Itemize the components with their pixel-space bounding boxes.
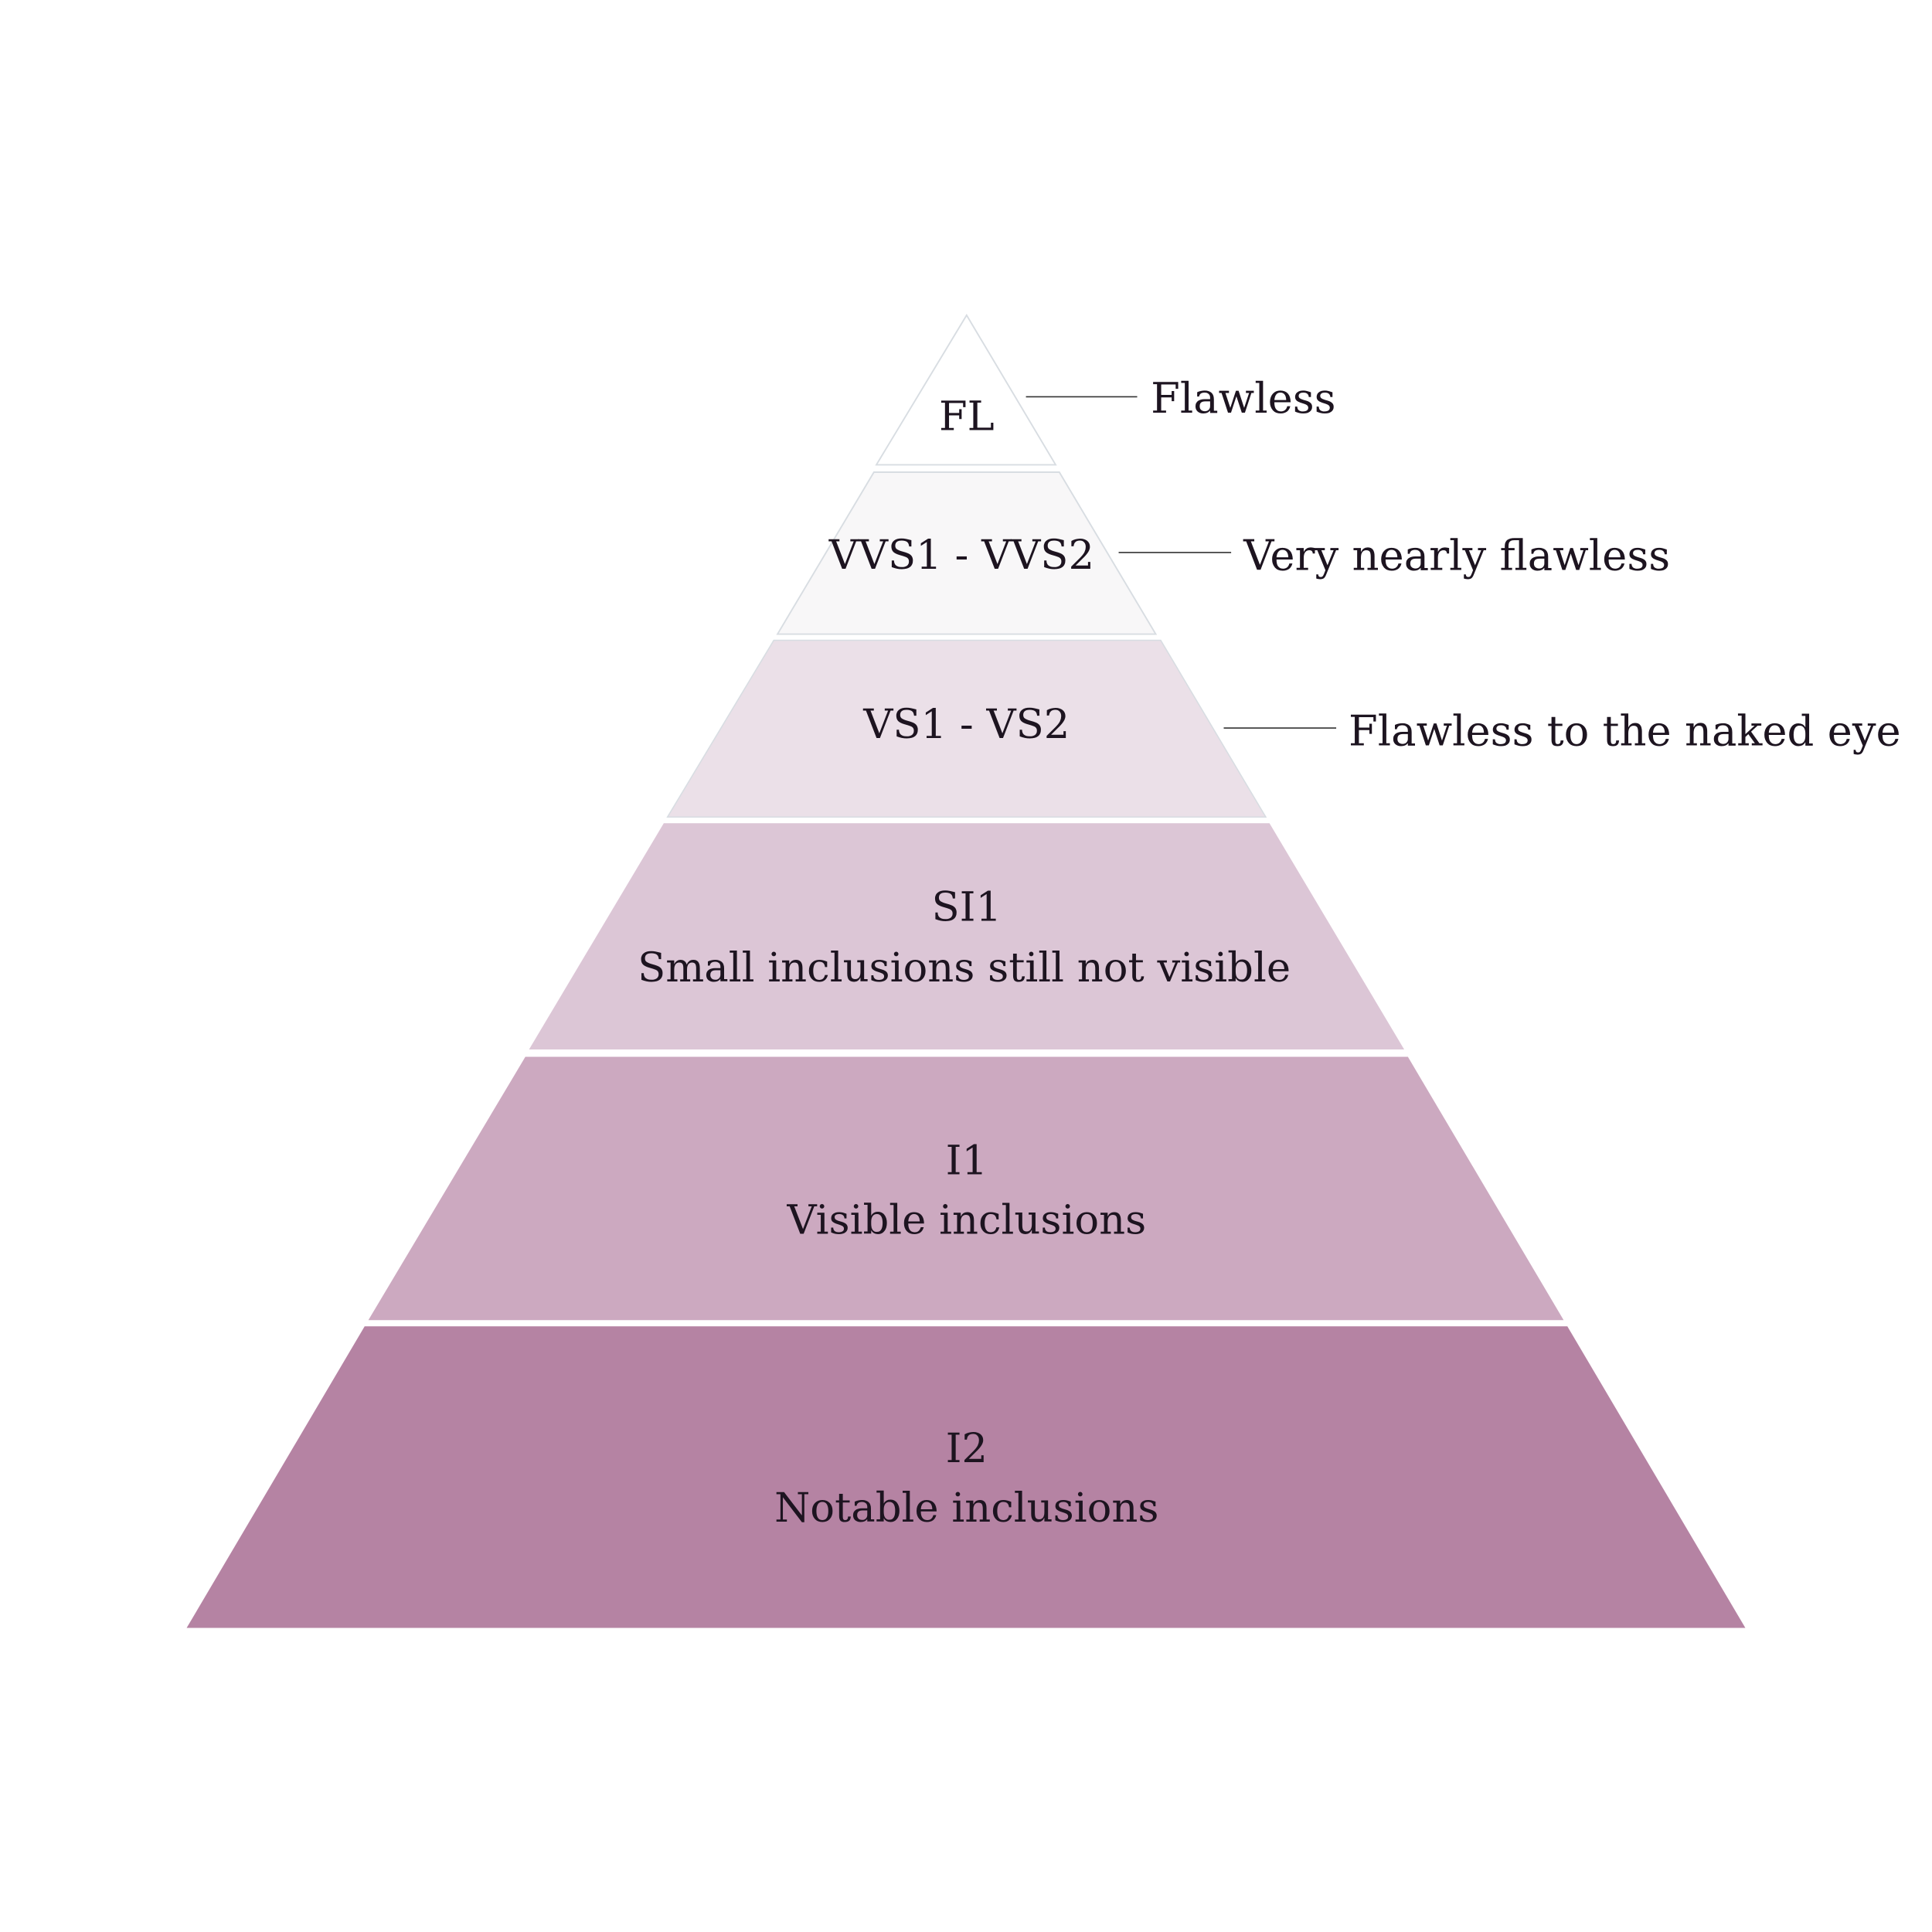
grade-i1: I1	[946, 1138, 988, 1185]
tier-vs	[666, 639, 1267, 818]
tier-vvs	[776, 471, 1158, 635]
tier-si	[529, 823, 1405, 1049]
desc-vs: Flawless to the naked eye	[1349, 706, 1901, 755]
desc-i1: Visible inclusions	[786, 1196, 1146, 1243]
desc-fl: Flawless	[1151, 374, 1335, 423]
grade-fl: FL	[939, 393, 995, 440]
desc-vvs: Very nearly flawless	[1243, 531, 1670, 580]
grade-vs: VS1 - VS2	[862, 701, 1070, 748]
grade-i2: I2	[946, 1425, 988, 1472]
tier-i1	[368, 1056, 1564, 1321]
grade-si: SI1	[932, 884, 1002, 931]
tier-i2	[186, 1326, 1746, 1628]
desc-i2: Notable inclusions	[774, 1485, 1158, 1532]
grade-vvs: VVS1 - VVS2	[828, 532, 1094, 579]
tier-fl	[875, 314, 1057, 466]
desc-si: Small inclusions still not visible	[638, 944, 1291, 992]
